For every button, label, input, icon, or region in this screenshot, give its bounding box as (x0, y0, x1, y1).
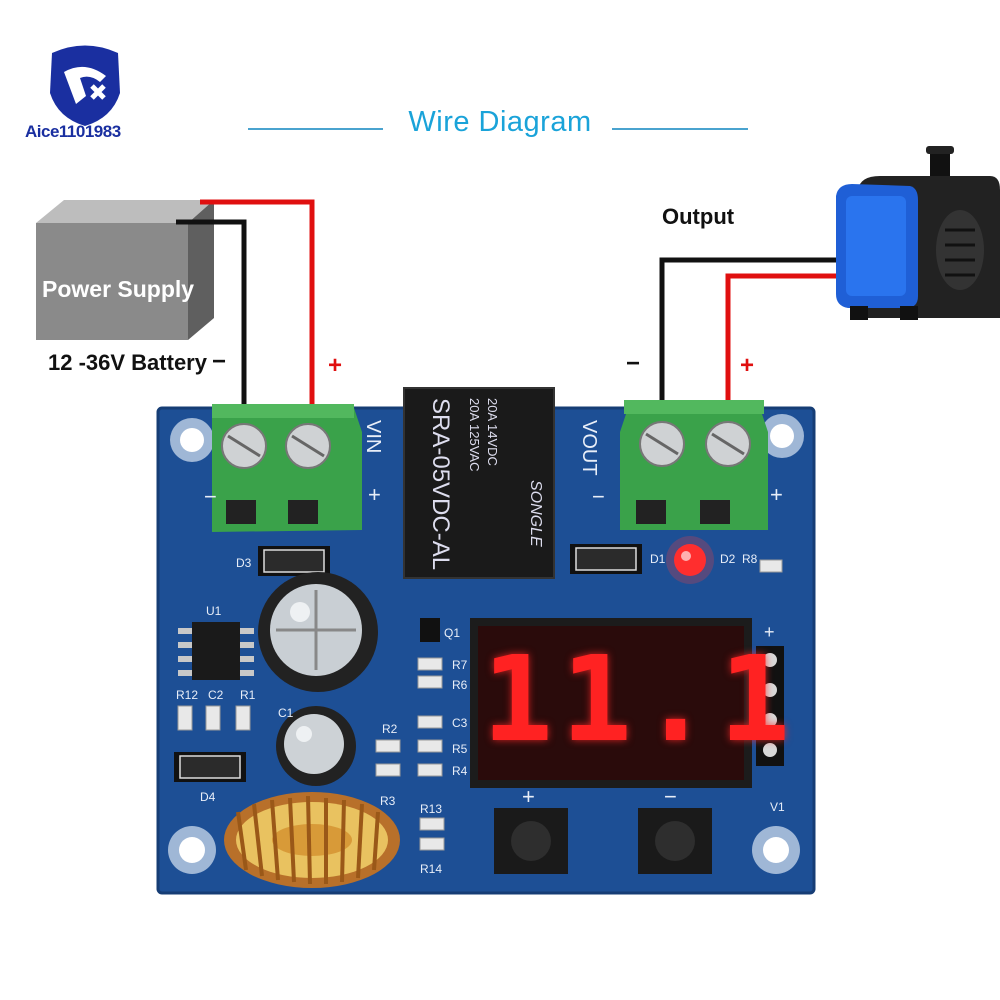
vout-pos-label: + (770, 482, 783, 507)
input-black-wire (176, 219, 247, 408)
seven-segment-display (470, 618, 752, 788)
vout-label: VOUT (578, 420, 600, 476)
relay-model: SRA-05VDC-AL (427, 398, 454, 571)
large-capacitor (258, 572, 378, 692)
vin-label: VIN (362, 420, 384, 454)
shield-dolphin-logo-icon (50, 45, 120, 126)
silk-d1: D1 (650, 552, 666, 566)
water-pump-icon (836, 146, 1000, 320)
power-supply-box (36, 200, 214, 340)
vin-pos-label: + (368, 482, 381, 507)
input-terminal-block (212, 404, 362, 532)
silk-r1: R1 (240, 688, 256, 702)
vout-neg-label: − (592, 484, 605, 509)
silk-d2: D2 (720, 552, 736, 566)
vin-neg-label: − (204, 484, 217, 509)
silk-c2: C2 (208, 688, 224, 702)
decrease-button[interactable] (638, 808, 712, 874)
silk-r2: R2 (382, 722, 398, 736)
button-plus-body (494, 808, 568, 874)
output-pos-sign: + (740, 352, 755, 379)
output-red-wire (725, 273, 840, 408)
silk-r4: R4 (452, 764, 468, 778)
chip-u1 (192, 622, 240, 680)
silk-d3: D3 (236, 556, 252, 570)
status-led (674, 544, 706, 576)
input-neg-sign: − (212, 348, 227, 375)
input-red-wire (200, 199, 315, 408)
silk-d4: D4 (200, 790, 216, 804)
power-supply-label: Power Supply (42, 276, 195, 302)
silk-r12: R12 (176, 688, 199, 702)
silk-r6: R6 (452, 678, 468, 692)
output-label: Output (662, 204, 735, 229)
small-capacitor (276, 706, 356, 786)
toroid-inductor (224, 792, 400, 888)
silk-r7: R7 (452, 658, 468, 672)
button-plus-label: + (522, 784, 535, 809)
silk-r3: R3 (380, 794, 396, 808)
brand-logo (40, 38, 130, 128)
silk-c3: C3 (452, 716, 468, 730)
input-pos-sign: + (328, 352, 343, 379)
relay-rating-2: 20A 125VAC (467, 398, 482, 472)
relay-brand: SONGLE (527, 480, 544, 547)
silk-q1: Q1 (444, 626, 461, 640)
silk-r8: R8 (742, 552, 758, 566)
header-pins (756, 646, 784, 766)
silk-r5: R5 (452, 742, 468, 756)
battery-voltage-label: 12 -36V Battery (48, 350, 207, 375)
silk-r13: R13 (420, 802, 443, 816)
output-black-wire (659, 257, 840, 408)
button-minus-body (638, 808, 712, 874)
silk-r14: R14 (420, 862, 443, 876)
relay-rating-1: 20A 14VDC (485, 398, 500, 466)
relay (403, 387, 555, 579)
title-line-left (248, 128, 383, 130)
silk-u1: U1 (206, 604, 222, 618)
output-neg-sign: − (626, 350, 641, 377)
button-minus-label: − (664, 784, 677, 809)
title-line-right (612, 128, 748, 130)
page-title: Wire Diagram (408, 106, 592, 138)
brand-name: Aice1101983 (25, 122, 121, 141)
silk-c1: C1 (278, 706, 294, 720)
silk-v1: V1 (770, 800, 785, 814)
transistor-q1 (420, 618, 440, 642)
voltage-readout: 11.1 (482, 630, 799, 768)
silk-plus: + (764, 622, 775, 642)
output-terminal-block (620, 400, 768, 530)
increase-button[interactable] (494, 808, 568, 874)
